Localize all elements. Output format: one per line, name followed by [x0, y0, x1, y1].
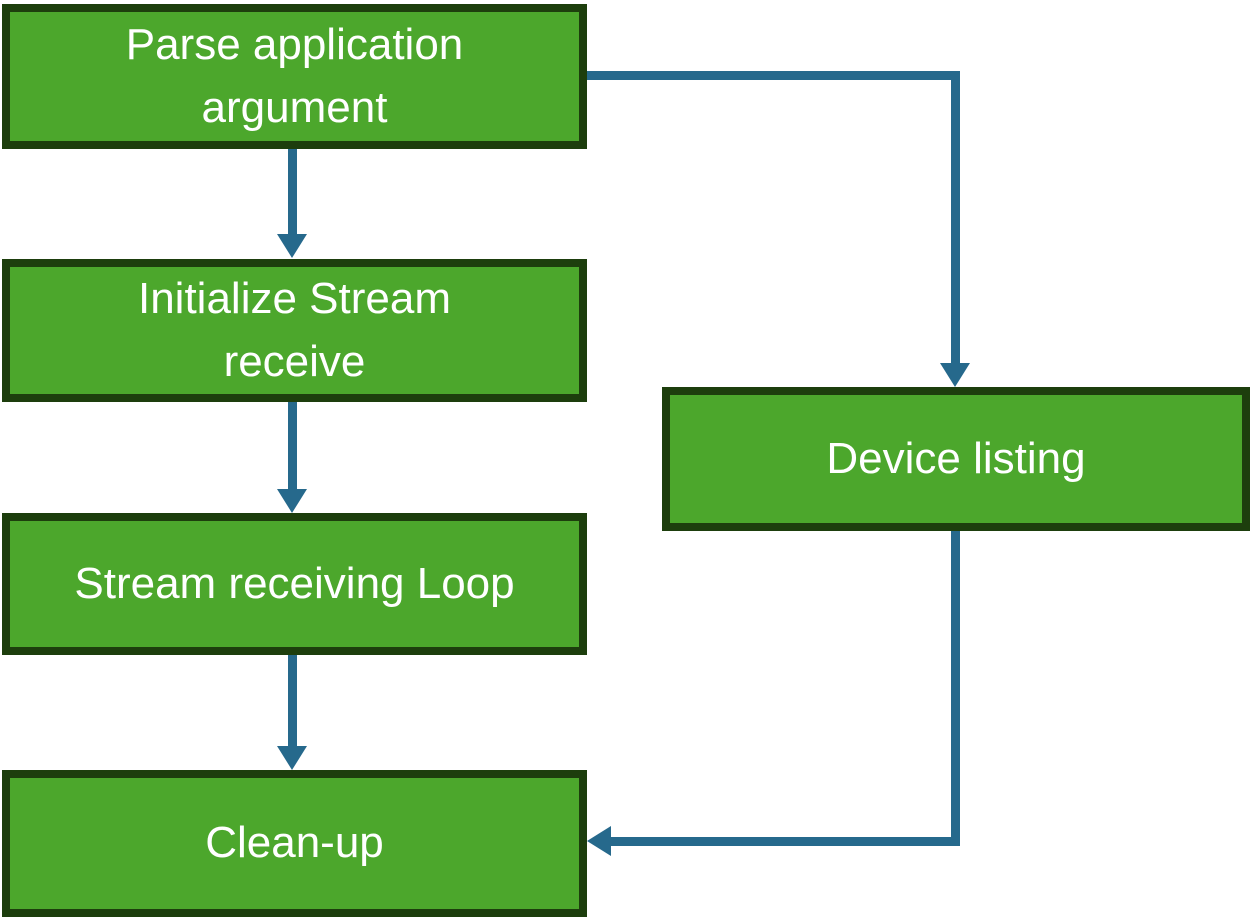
edge-parse-to-initialize-line — [288, 149, 297, 234]
edge-loop-to-cleanup-line — [288, 655, 297, 746]
edge-devicelisting-to-cleanup-vline — [951, 531, 960, 846]
arrowhead-down-icon — [277, 746, 307, 770]
node-parse-application-argument: Parse application argument — [2, 4, 587, 149]
node-device-listing: Device listing — [662, 387, 1250, 531]
arrowhead-down-icon — [277, 234, 307, 258]
node-clean-up: Clean-up — [2, 770, 587, 917]
arrowhead-down-icon — [277, 489, 307, 513]
node-initialize-stream-receive: Initialize Stream receive — [2, 259, 587, 402]
arrowhead-down-icon — [940, 363, 970, 387]
edge-parse-to-devicelisting-vline — [951, 71, 960, 363]
edge-initialize-to-loop-line — [288, 402, 297, 489]
edge-parse-to-devicelisting-hline — [587, 71, 960, 80]
node-stream-receiving-loop: Stream receiving Loop — [2, 513, 587, 655]
edge-devicelisting-to-cleanup-hline — [611, 837, 960, 846]
arrowhead-left-icon — [587, 826, 611, 856]
